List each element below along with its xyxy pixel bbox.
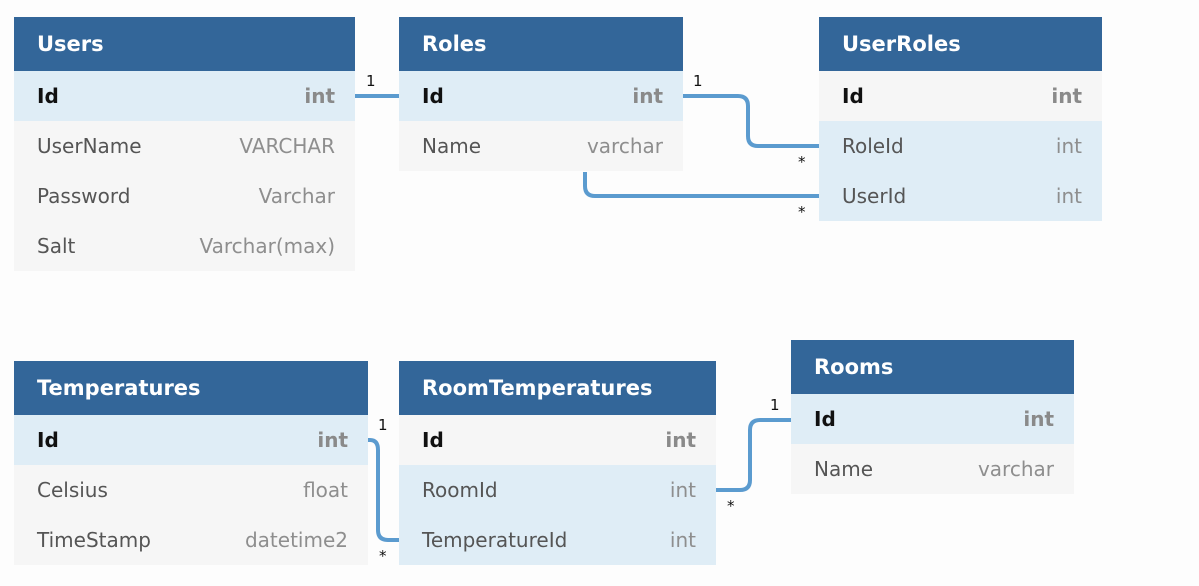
- cardinality-label: 1: [378, 416, 388, 434]
- table-rooms[interactable]: Rooms Id int Name varchar: [791, 340, 1074, 494]
- column-type: int: [317, 428, 348, 452]
- column-type: int: [304, 84, 335, 108]
- column-name: Password: [37, 184, 131, 208]
- column-type: int: [1055, 134, 1082, 158]
- column-row-rooms-name[interactable]: Name varchar: [791, 444, 1074, 494]
- relationship-roles-userroles-userid: [583, 172, 819, 198]
- cardinality-label: 1: [366, 72, 376, 90]
- column-row-rooms-id[interactable]: Id int: [791, 394, 1074, 444]
- column-row-temperatures-id[interactable]: Id int: [14, 415, 368, 465]
- column-row-roomtemperatures-roomid[interactable]: RoomId int: [399, 465, 716, 515]
- column-name: Id: [814, 407, 836, 431]
- column-type: int: [669, 478, 696, 502]
- column-type: int: [1055, 184, 1082, 208]
- column-name: Id: [422, 84, 444, 108]
- column-name: RoomId: [422, 478, 498, 502]
- column-name: Id: [842, 84, 864, 108]
- column-name: Id: [37, 84, 59, 108]
- column-type: int: [669, 528, 696, 552]
- column-row-temperatures-celsius[interactable]: Celsius float: [14, 465, 368, 515]
- table-roomtemperatures-title: RoomTemperatures: [399, 361, 716, 415]
- relationship-temperatures-roomtemperatures: [368, 438, 399, 542]
- table-rooms-title: Rooms: [791, 340, 1074, 394]
- column-row-users-salt[interactable]: Salt Varchar(max): [14, 221, 355, 271]
- column-type: datetime2: [244, 528, 348, 552]
- column-row-temperatures-timestamp[interactable]: TimeStamp datetime2: [14, 515, 368, 565]
- column-name: Id: [422, 428, 444, 452]
- column-row-userroles-roleid[interactable]: RoleId int: [819, 121, 1102, 171]
- column-row-roomtemperatures-id[interactable]: Id int: [399, 415, 716, 465]
- cardinality-label: *: [379, 547, 387, 565]
- column-row-roomtemperatures-temperatureid[interactable]: TemperatureId int: [399, 515, 716, 565]
- column-type: float: [303, 478, 348, 502]
- column-name: Celsius: [37, 478, 108, 502]
- column-name: Name: [814, 457, 874, 481]
- column-row-users-username[interactable]: UserName VARCHAR: [14, 121, 355, 171]
- table-roomtemperatures[interactable]: RoomTemperatures Id int RoomId int Tempe…: [399, 361, 716, 565]
- column-type: VARCHAR: [239, 134, 335, 158]
- column-row-roles-name[interactable]: Name varchar: [399, 121, 683, 171]
- table-userroles[interactable]: UserRoles Id int RoleId int UserId int: [819, 17, 1102, 221]
- column-type: Varchar: [258, 184, 335, 208]
- cardinality-label: *: [727, 497, 735, 515]
- relationship-roles-userroles-roleid: [683, 94, 819, 148]
- column-row-users-id[interactable]: Id int: [14, 71, 355, 121]
- table-roles[interactable]: Roles Id int Name varchar: [399, 17, 683, 171]
- column-row-userroles-userid[interactable]: UserId int: [819, 171, 1102, 221]
- column-name: RoleId: [842, 134, 904, 158]
- column-type: varchar: [586, 134, 663, 158]
- column-row-users-password[interactable]: Password Varchar: [14, 171, 355, 221]
- column-row-userroles-id[interactable]: Id int: [819, 71, 1102, 121]
- column-type: int: [665, 428, 696, 452]
- column-name: Salt: [37, 234, 76, 258]
- table-temperatures[interactable]: Temperatures Id int Celsius float TimeSt…: [14, 361, 368, 565]
- table-roles-title: Roles: [399, 17, 683, 71]
- cardinality-label: 1: [693, 72, 703, 90]
- table-userroles-title: UserRoles: [819, 17, 1102, 71]
- column-name: Name: [422, 134, 482, 158]
- column-row-roles-id[interactable]: Id int: [399, 71, 683, 121]
- column-type: int: [1023, 407, 1054, 431]
- column-name: TemperatureId: [422, 528, 568, 552]
- column-name: TimeStamp: [37, 528, 151, 552]
- column-name: UserName: [37, 134, 142, 158]
- column-type: int: [632, 84, 663, 108]
- cardinality-label: 1: [770, 396, 780, 414]
- cardinality-label: *: [798, 203, 806, 221]
- relationship-rooms-roomtemperatures: [716, 418, 791, 492]
- table-users[interactable]: Users Id int UserName VARCHAR Password V…: [14, 17, 355, 271]
- table-temperatures-title: Temperatures: [14, 361, 368, 415]
- cardinality-label: *: [798, 153, 806, 171]
- column-type: Varchar(max): [199, 234, 336, 258]
- table-users-title: Users: [14, 17, 355, 71]
- column-type: int: [1051, 84, 1082, 108]
- column-type: varchar: [977, 457, 1054, 481]
- column-name: UserId: [842, 184, 907, 208]
- column-name: Id: [37, 428, 59, 452]
